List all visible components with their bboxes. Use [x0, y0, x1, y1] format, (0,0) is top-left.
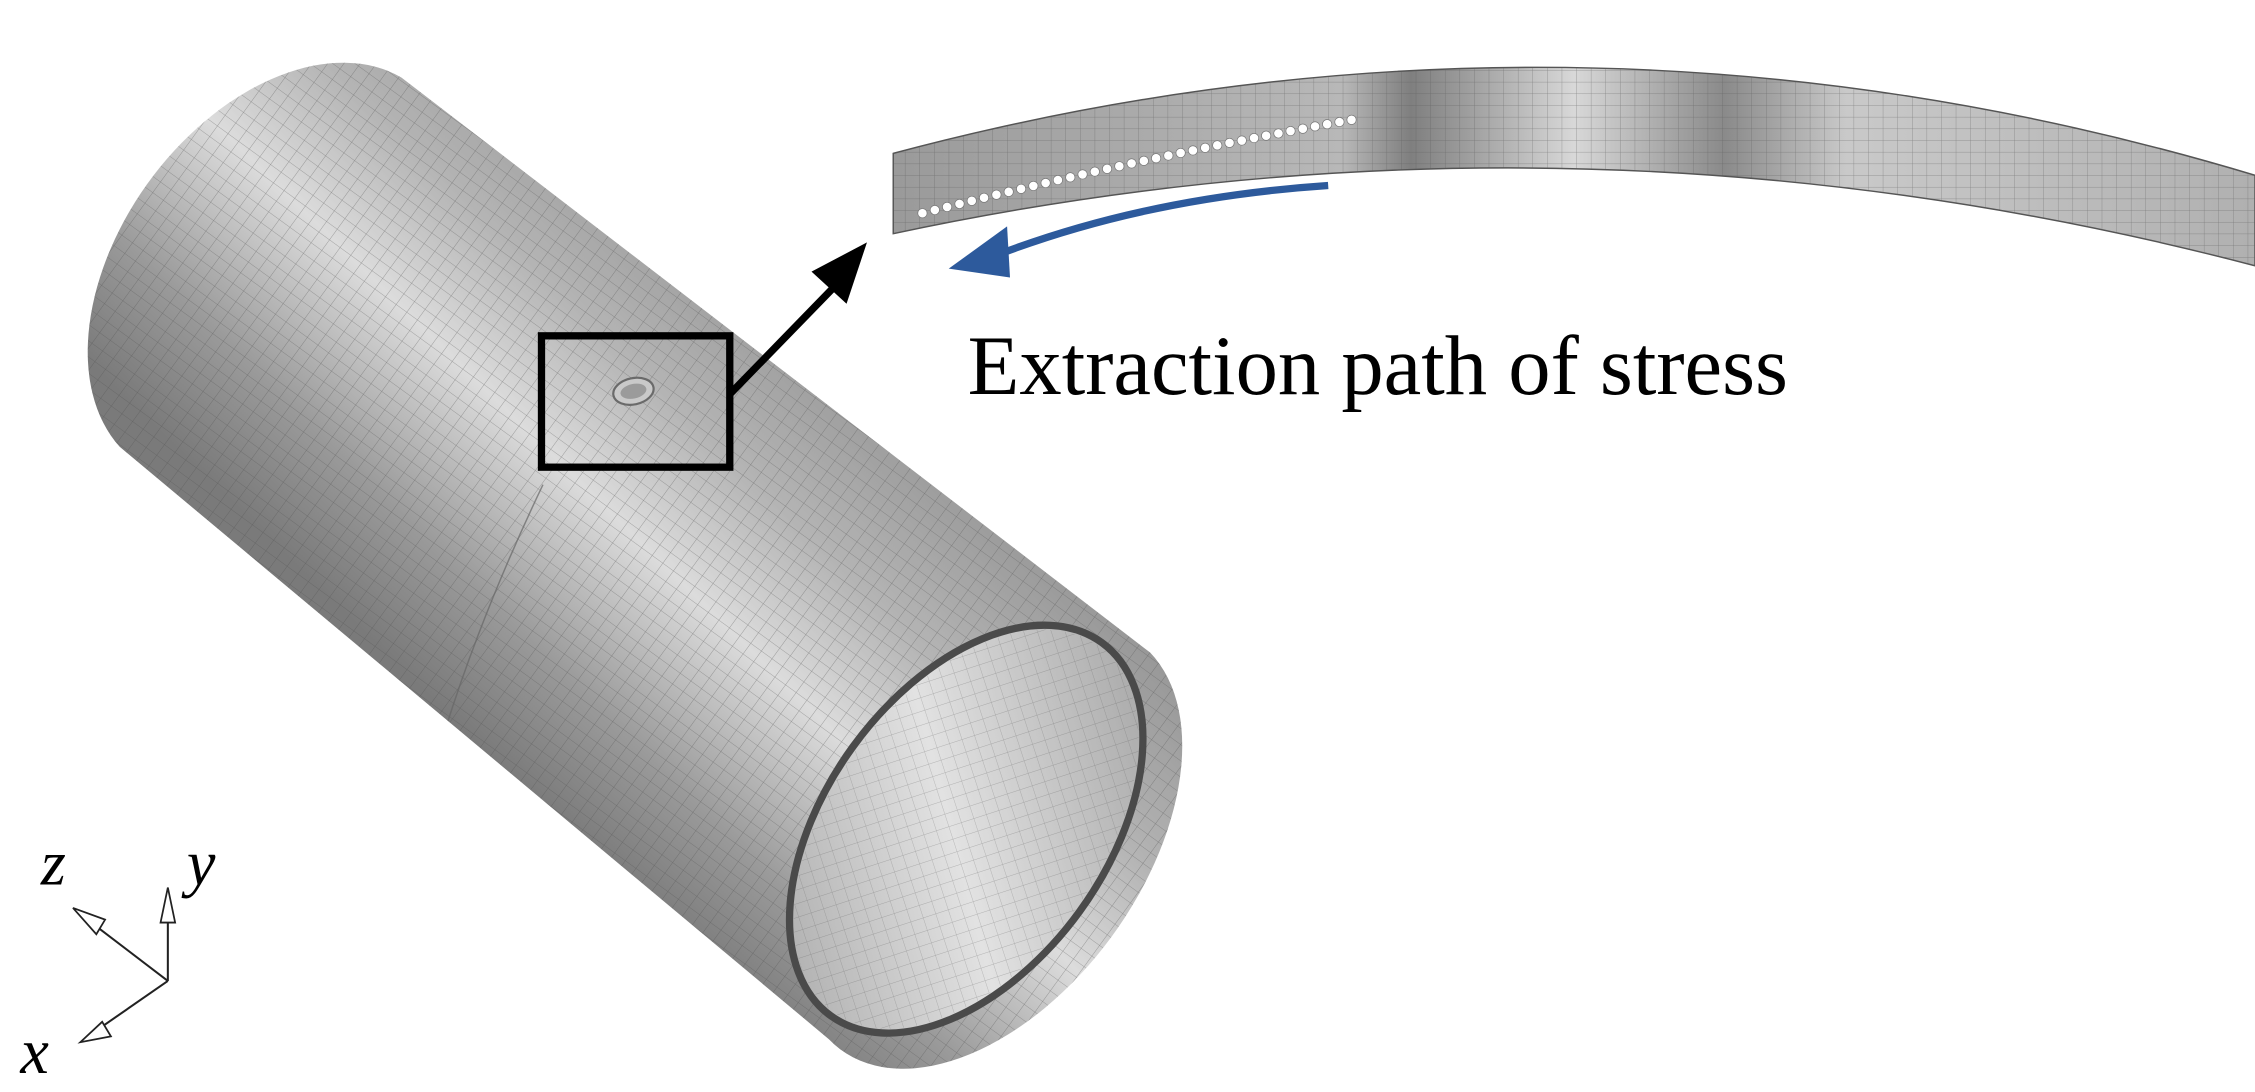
path-point [1052, 175, 1063, 186]
x-axis-arrowhead [77, 1020, 113, 1044]
path-point [1163, 150, 1174, 161]
path-point [1102, 163, 1113, 174]
path-point [1016, 183, 1027, 194]
path-point [954, 198, 965, 209]
path-point [1065, 172, 1076, 183]
path-point [1310, 121, 1321, 132]
path-point [1273, 128, 1284, 139]
y-axis-label: y [181, 828, 216, 899]
path-point [966, 195, 977, 206]
extraction-path-points [917, 114, 1357, 219]
path-point [1236, 135, 1247, 146]
path-point [991, 189, 1002, 200]
path-point [1261, 130, 1272, 141]
path-point [1151, 153, 1162, 164]
path-point [1346, 114, 1357, 125]
y-axis-arrowhead [159, 887, 177, 924]
zoomed-mesh-strip [892, 66, 2255, 267]
surface-hole-inner [620, 383, 647, 399]
path-point [1200, 142, 1211, 153]
path-point [942, 201, 953, 212]
path-point [1334, 116, 1345, 128]
cylinder-inner-mesh [793, 629, 1139, 1029]
x-axis-label: x [19, 1016, 49, 1087]
path-point [1322, 119, 1333, 130]
path-point [1126, 158, 1137, 169]
path-point [929, 204, 940, 216]
path-point [1187, 145, 1198, 156]
path-point [1040, 177, 1051, 189]
path-point [1077, 169, 1088, 180]
path-point [1114, 161, 1125, 172]
path-point [1003, 186, 1014, 197]
path-point [1089, 166, 1100, 177]
zoom-box [537, 332, 734, 471]
arrow-icon [727, 242, 867, 397]
strip-mesh [893, 67, 2255, 266]
path-point [1212, 140, 1223, 151]
axes-triad: z y x [19, 828, 215, 1087]
annotation-label: Extraction path of stress [968, 320, 1788, 413]
cylinder-seam [444, 484, 544, 731]
path-point [1285, 126, 1296, 137]
path-point [1249, 133, 1260, 144]
path-point [1028, 180, 1039, 191]
path-point [1175, 147, 1186, 158]
path-point [917, 208, 928, 219]
path-point [978, 192, 990, 203]
z-axis-arrowhead [72, 907, 107, 936]
z-axis-label: z [40, 828, 66, 899]
curved-arrow-icon [948, 181, 1329, 278]
path-point [1138, 155, 1149, 166]
path-point [1224, 137, 1235, 148]
path-point [1297, 123, 1308, 134]
